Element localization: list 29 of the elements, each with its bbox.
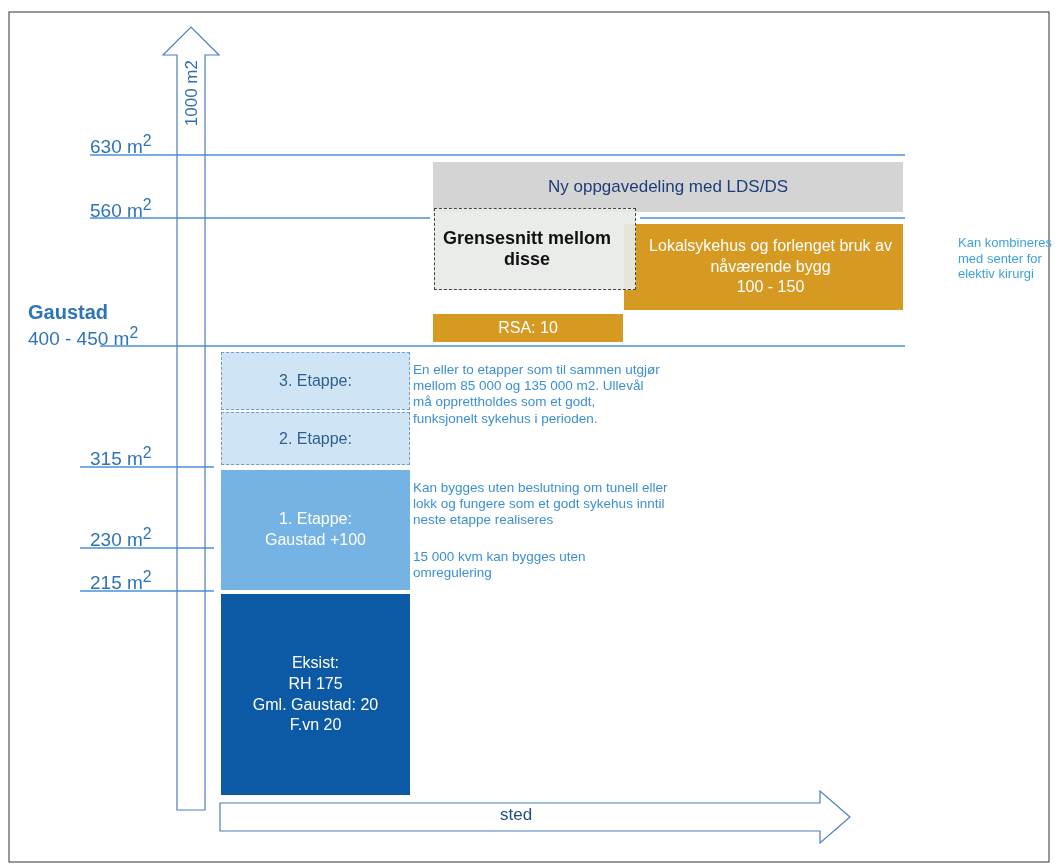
existing-building-box [221, 594, 410, 795]
note-text: 15 000 kvm kan bygges uten omregulering [413, 549, 587, 582]
level-label: 215 m$^{2}$ [90, 568, 152, 596]
box-text: Lokalsykehus og forlenget bruk av nåværende bygg [648, 235, 893, 277]
box-text: Gaustad +100 [265, 530, 366, 550]
note-text: En eller to etapper som til sammen utgjør mellom 85 000 og 135 000 m2. Ullevål må opprettholdes som et godt, funksjonelt sykehus i perioden. [413, 362, 661, 427]
stage-box [221, 470, 410, 590]
box-text: Gml. Gaustad: 20 [252, 694, 379, 715]
level-label: 315 m$^{2}$ [90, 444, 152, 472]
interface-box: Grensesnitt mellom disse [434, 208, 636, 290]
building-box: RSA: 10 [433, 314, 623, 342]
note-text: Kan kombineres med senter for elektiv kirurgi [958, 235, 1053, 282]
level-label: 230 m$^{2}$ [90, 525, 152, 553]
level-label: 630 m$^{2}$ [90, 132, 152, 160]
box-text: RH 175 [288, 673, 343, 694]
box-text: 100 - 150 [736, 277, 805, 298]
box-text: 1. Etappe: [279, 509, 352, 530]
box-text: Eksist: [291, 652, 340, 673]
box-text: F.vn 20 [289, 715, 342, 736]
note-text: Kan bygges uten beslutning om tunell eller lokk og fungere som et godt sykehus inntil neste etappe realiseres [413, 480, 669, 529]
band: Ny oppgavedeling med LDS/DS [433, 162, 903, 212]
axis-label: 1000 m2 [182, 60, 202, 127]
building-box [624, 224, 903, 310]
site-label: Gaustad [28, 300, 109, 324]
level-label: 400 - 450 m$^{2}$ [28, 324, 139, 352]
stage-box: 2. Etappe: [221, 412, 410, 465]
level-label: 560 m$^{2}$ [90, 196, 152, 224]
axis-label: sted [500, 805, 533, 826]
stage-box: 3. Etappe: [221, 352, 410, 410]
